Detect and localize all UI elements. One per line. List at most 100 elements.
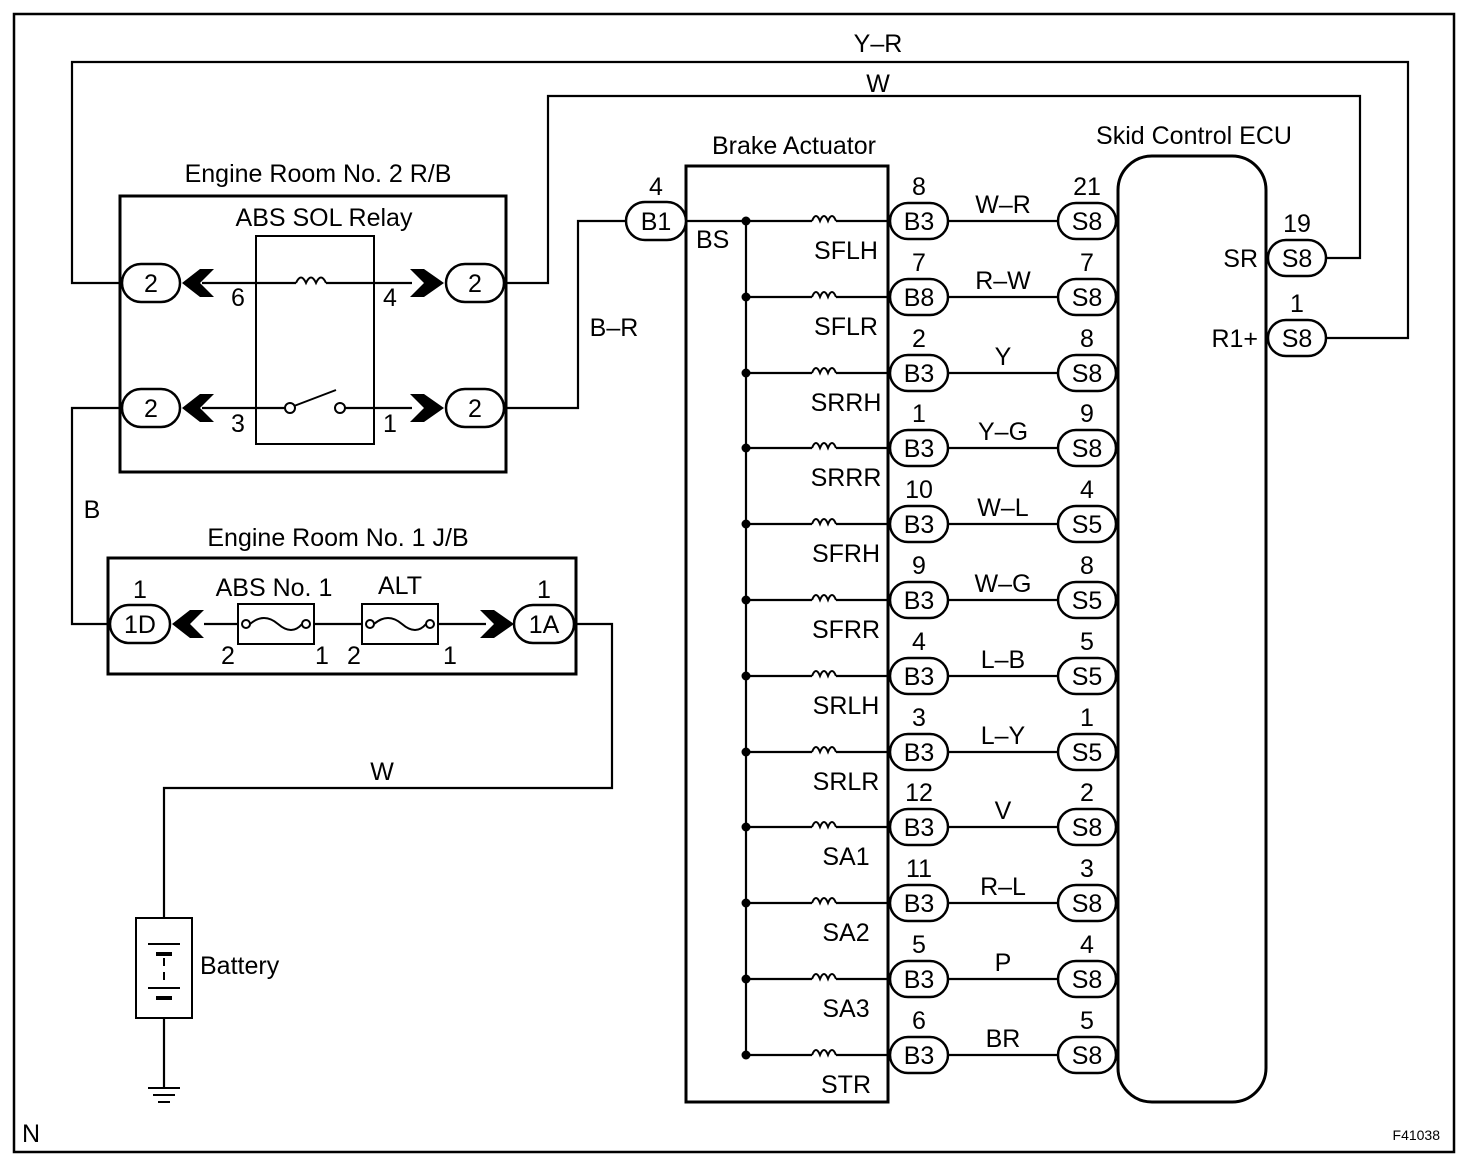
relay-title: ABS SOL Relay (236, 204, 413, 232)
relay-connector-label: 2 (144, 270, 158, 298)
actuator-pin-label: 1 (912, 400, 926, 428)
solenoid-coil-icon (811, 897, 837, 906)
solenoid-label: SRLR (813, 768, 880, 796)
actuator-connector-label: B3 (904, 739, 935, 767)
wire-label-b: B (84, 496, 101, 524)
actuator-connector-label: B3 (904, 435, 935, 463)
solenoid-label: SA3 (822, 995, 869, 1023)
wire-w-battery (162, 622, 614, 918)
ecu-pin-label: 3 (1080, 855, 1094, 883)
solenoid-coil-icon (811, 594, 837, 603)
actuator-pin-label: 12 (905, 779, 933, 807)
jb-title: Engine Room No. 1 J/B (207, 524, 468, 552)
solenoid-label: SA2 (822, 919, 869, 947)
wire-y-r (70, 60, 1410, 340)
ecu-connector (1056, 353, 1118, 393)
ecu-connector-label: S8 (1072, 284, 1103, 312)
wire-color-label: W–R (975, 191, 1031, 219)
connector-arrow-icon (172, 610, 204, 638)
jb-pin-label: 1 (133, 576, 147, 604)
ecu-power-connector-label: S8 (1282, 325, 1313, 353)
solenoid-label: SRRR (811, 464, 882, 492)
ecu-pin-label: 4 (1080, 476, 1094, 504)
relay-pin-1: 1 (383, 410, 397, 438)
actuator-pin-label: 9 (912, 552, 926, 580)
connector-arrow-icon (410, 269, 444, 297)
solenoid-coil-icon (811, 746, 837, 755)
battery-icon (135, 917, 193, 1019)
actuator-connector-label: B3 (904, 511, 935, 539)
ecu-pin-label: 5 (1080, 628, 1094, 656)
solenoid-label: SFLR (814, 313, 878, 341)
circuit-sa3: SA3B35PS84SA3 (741, 931, 1175, 1023)
fuse-abs-no1-icon (237, 603, 315, 645)
ecu-connector-label: S8 (1072, 435, 1103, 463)
solenoid-label: SRLH (813, 692, 880, 720)
actuator-connector-label: B3 (904, 890, 935, 918)
ecu-connector-label: S8 (1072, 208, 1103, 236)
jb-connector-label: 1D (124, 611, 156, 639)
fuse1-label: ABS No. 1 (216, 574, 333, 602)
actuator-pin-label: 7 (912, 249, 926, 277)
wire-color-label: W–L (977, 494, 1029, 522)
ground-icon (148, 1087, 180, 1103)
relay-contact-icon (284, 402, 296, 414)
ecu-connector (1056, 807, 1118, 847)
circuit-str: STRB36BRS85STR (741, 1007, 1178, 1099)
solenoid-coil-icon (811, 518, 837, 527)
relay-contact-icon (334, 402, 346, 414)
wire-color-label: R–L (980, 873, 1026, 901)
connector-arrow-icon (480, 610, 514, 638)
actuator-title: Brake Actuator (712, 132, 876, 160)
relay-coil-icon (295, 276, 327, 286)
solenoid-coil-icon (811, 1049, 837, 1058)
solenoid-label: SA1 (822, 843, 869, 871)
relay-connector-label: 2 (144, 395, 158, 423)
ecu-pin-label: 4 (1080, 931, 1094, 959)
ecu-connector-label: S5 (1072, 739, 1103, 767)
relay-box (255, 235, 375, 445)
ecu-connector (1056, 732, 1118, 772)
wire-color-label: R–W (975, 267, 1031, 295)
fuse-pin-label: 1 (443, 642, 457, 670)
actuator-pin-label: 4 (649, 173, 663, 201)
actuator-pin-label: 8 (912, 173, 926, 201)
fuse-pin-label: 1 (315, 642, 329, 670)
actuator-pin-label: 4 (912, 628, 926, 656)
ecu-connector (1056, 959, 1118, 999)
wire-label-w-battery: W (370, 758, 394, 786)
ecu-connector-label: S8 (1072, 890, 1103, 918)
wire-label-y-r: Y–R (854, 30, 903, 58)
connector-arrow-icon (182, 394, 214, 422)
wire-color-label: P (995, 949, 1012, 977)
actuator-pin-label: 3 (912, 704, 926, 732)
ecu-connector (1056, 428, 1118, 468)
actuator-connector-label: B3 (904, 966, 935, 994)
solenoid-label: SRRH (811, 389, 882, 417)
wire-color-label: W–G (975, 570, 1032, 598)
solenoid-coil-icon (811, 973, 837, 982)
solenoid-coil-icon (811, 670, 837, 679)
ecu-power-terminal-label: SR (1223, 245, 1258, 273)
solenoid-coil-icon (811, 367, 837, 376)
actuator-connector-label: B3 (904, 208, 935, 236)
solenoid-label: STR (821, 1071, 871, 1099)
ecu-pin-label: 9 (1080, 400, 1094, 428)
battery-label: Battery (200, 952, 280, 980)
ecu-connector (1056, 580, 1118, 620)
ecu-pin-label: 2 (1080, 779, 1094, 807)
solenoid-label: SFLH (814, 237, 878, 265)
ecu-pin-label: 8 (1080, 325, 1094, 353)
actuator-connector-label: B3 (904, 360, 935, 388)
circuit-sa1: SA1B312VS82SA1 (741, 779, 1175, 871)
jb-connector-label: 1A (529, 611, 560, 639)
ecu-title: Skid Control ECU (1096, 122, 1292, 150)
solenoid-coil-icon (811, 442, 837, 451)
actuator-pin-label: 2 (912, 325, 926, 353)
relay-pin-3: 3 (231, 410, 245, 438)
ecu-pin-label: 1 (1080, 704, 1094, 732)
solenoid-coil-icon (811, 215, 837, 224)
